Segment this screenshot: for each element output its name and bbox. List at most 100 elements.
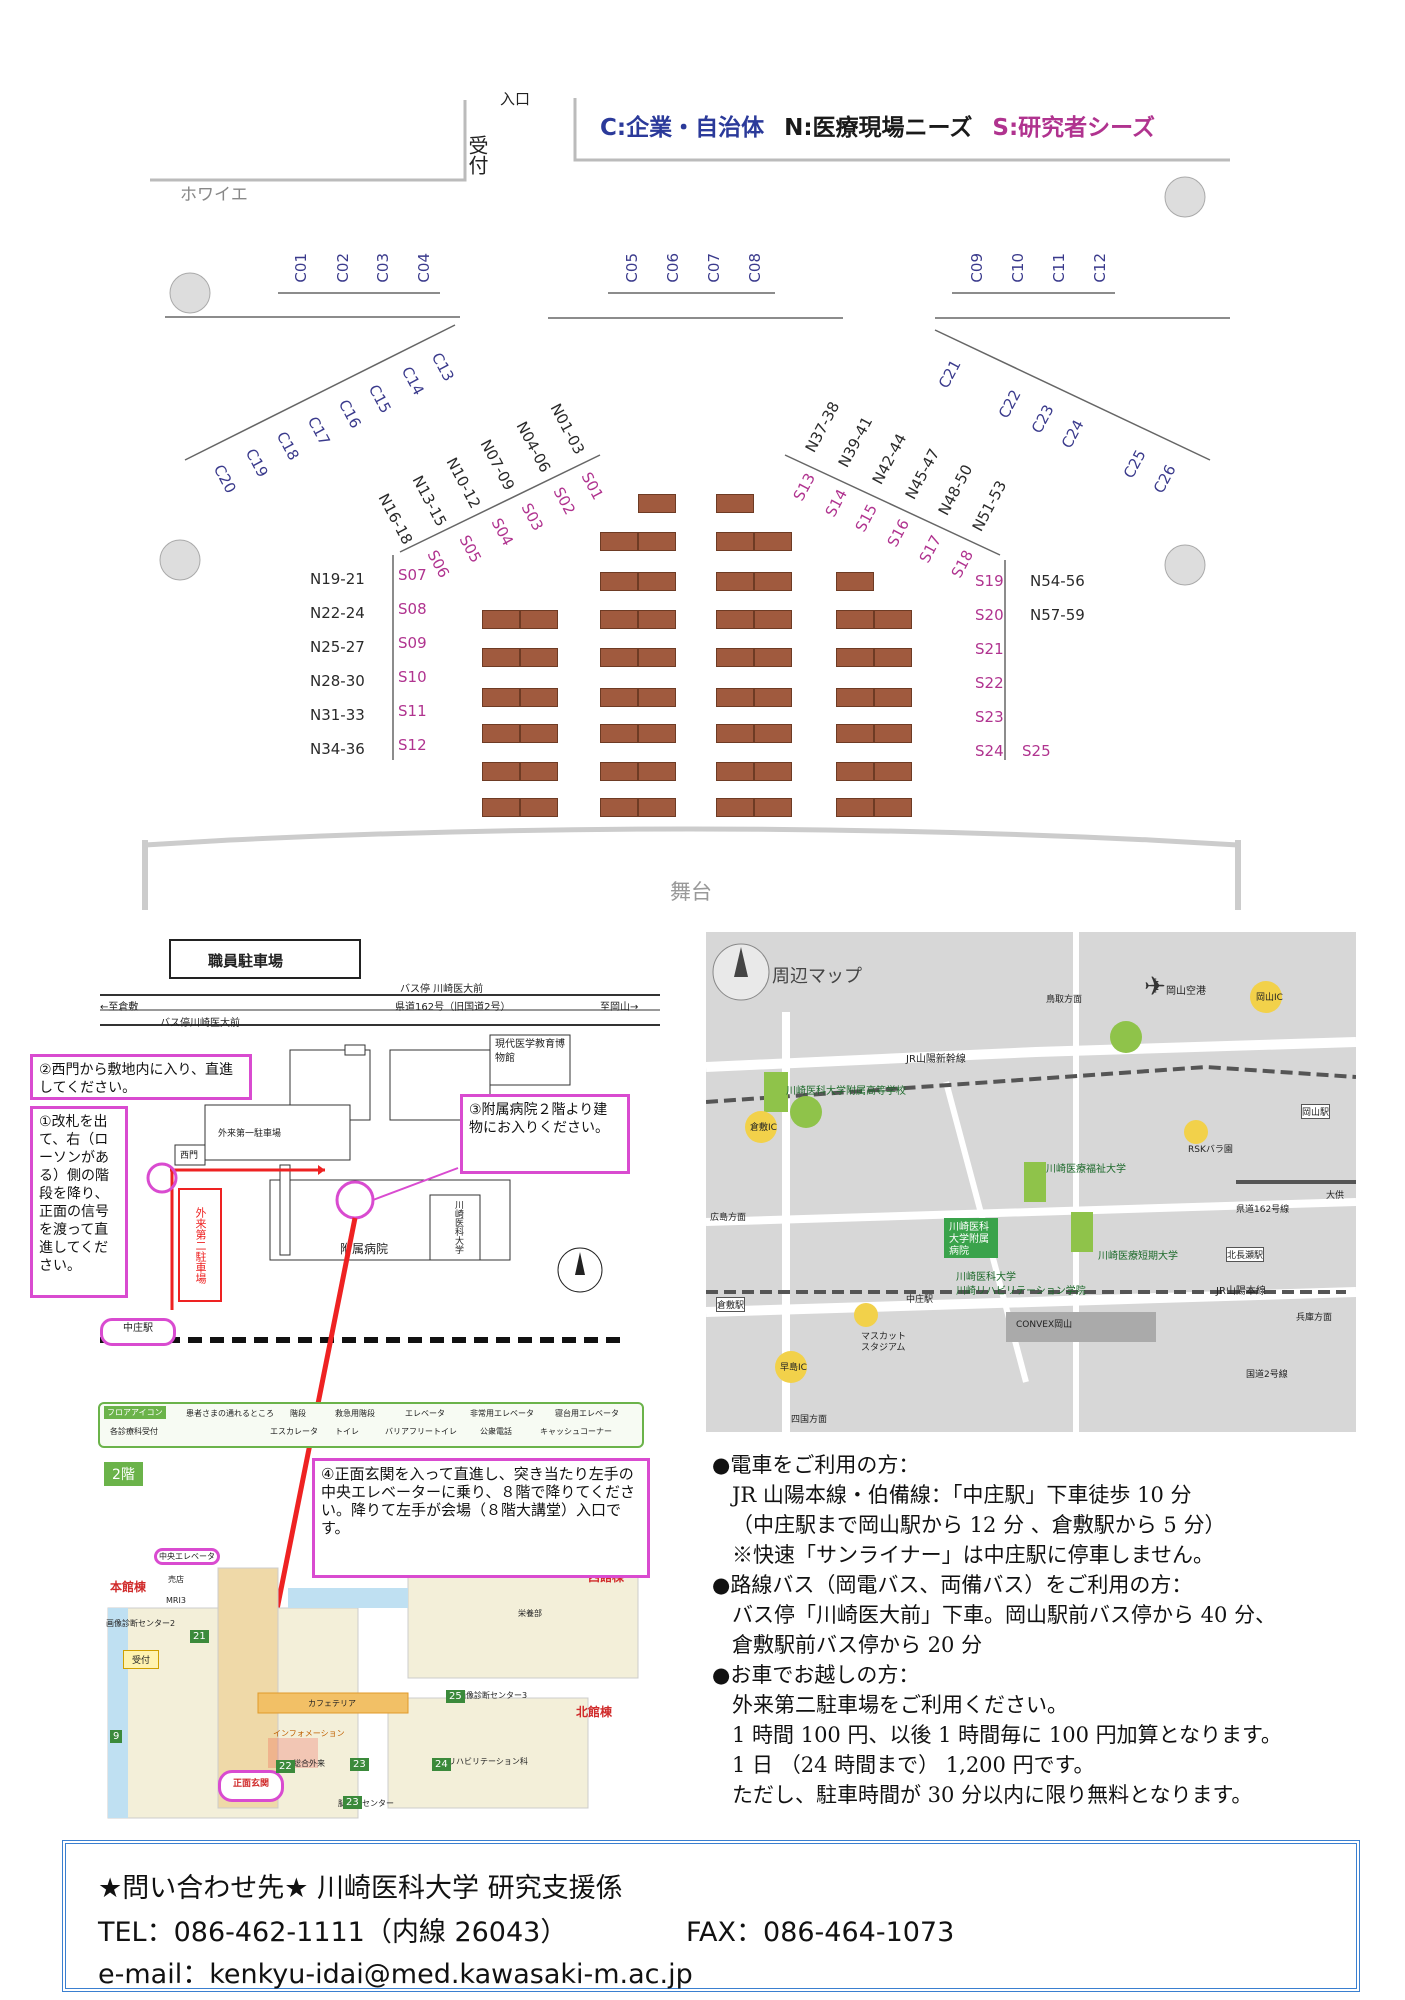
area-label-stadium: マスカットスタジアム bbox=[861, 1332, 907, 1353]
floor2-label-information: インフォメーション bbox=[273, 1729, 345, 1738]
floor2-number-24: 24 bbox=[432, 1758, 451, 1771]
access-train-2: （中庄駅まで岡山駅から 12 分 、倉敷駅から 5 分） bbox=[732, 1513, 1226, 1537]
area-label-welfare-univ: 川崎医療福祉大学 bbox=[1046, 1164, 1126, 1175]
area-label-rsk: RSKバラ園 bbox=[1188, 1145, 1233, 1155]
legend-item-4: 非常用エレベータ bbox=[470, 1409, 534, 1418]
west-gate-label: 西門 bbox=[180, 1151, 199, 1161]
booth-s20: S20 bbox=[975, 606, 1004, 624]
area-label-route162: 県道162号線 bbox=[1236, 1205, 1290, 1215]
reception-label: 受付 bbox=[465, 135, 489, 175]
floor2-number-23b: 23 bbox=[343, 1796, 362, 1809]
booth-n28-30: N28-30 bbox=[310, 672, 365, 690]
road-label: 県道162号（旧国道2号） bbox=[395, 1002, 511, 1013]
area-label-kurashiki-station: 倉敷駅 bbox=[716, 1297, 746, 1312]
area-label-hayashima-ic: 早島IC bbox=[780, 1363, 807, 1373]
area-label-shikoku: 四国方面 bbox=[791, 1415, 828, 1425]
foyer-label: ホワイエ bbox=[180, 185, 248, 205]
legend-item-2: 救急用階段 bbox=[335, 1409, 375, 1418]
callout-step-1: ①改札を出て、右（ローソンがある）側の階段を降り、正面の信号を渡って直進してくだ… bbox=[30, 1106, 128, 1298]
legend-item-3: エレベータ bbox=[405, 1409, 445, 1418]
staff-parking-label: 職員駐車場 bbox=[208, 952, 284, 970]
parking1-label: 外来第一駐車場 bbox=[218, 1129, 282, 1139]
booth-s21: S21 bbox=[975, 640, 1004, 658]
area-label-airport: 岡山空港 bbox=[1166, 986, 1206, 997]
floor2-number-23: 23 bbox=[350, 1758, 369, 1771]
area-label-tottori: 鳥取方面 bbox=[1046, 995, 1083, 1005]
legend-item-11: キャッシュコーナー bbox=[540, 1427, 612, 1436]
callout-step-3: ③附属病院２階より建物にお入りください。 bbox=[460, 1094, 630, 1174]
legend-item-5: 寝台用エレベータ bbox=[555, 1409, 619, 1418]
area-label-rehab-school: 川崎リハビリテーション学院 bbox=[956, 1286, 1086, 1297]
booth-s11: S11 bbox=[398, 702, 427, 720]
bus-stop-top-label: バス停 川崎医大前 bbox=[400, 984, 484, 995]
floor2-label-neuro: 脳神経センター bbox=[338, 1799, 394, 1808]
area-label-medical-univ: 川崎医科大学 bbox=[956, 1272, 1016, 1283]
bus-stop-mid-label: バス停川崎医大前 bbox=[160, 1018, 240, 1029]
booth-n19-21: N19-21 bbox=[310, 570, 365, 588]
university-label: 川崎医科大学 bbox=[453, 1200, 463, 1254]
floor2-number-21: 21 bbox=[190, 1630, 209, 1643]
area-label-nakasho-station: 中庄駅 bbox=[906, 1295, 934, 1305]
callout-step-2: ②西門から敷地内に入り、直進してください。 bbox=[30, 1054, 252, 1100]
area-map-title: 周辺マップ bbox=[772, 966, 862, 987]
center-elevator-label: 中央エレベータ bbox=[154, 1548, 220, 1565]
floor2-label-nutrition: 栄養部 bbox=[518, 1609, 542, 1618]
area-label-hyogo: 兵庫方面 bbox=[1296, 1313, 1333, 1323]
legend-item-9: バリアフリートイレ bbox=[385, 1427, 457, 1436]
booth-n34-36: N34-36 bbox=[310, 740, 365, 758]
floor2-label-rehab: リハビリテーション科 bbox=[448, 1757, 528, 1766]
booth-n22-24: N22-24 bbox=[310, 604, 365, 622]
booth-s24: S24 bbox=[975, 742, 1004, 760]
booth-s08: S08 bbox=[398, 600, 427, 618]
contact-title: ★問い合わせ先★ 川崎医科大学 研究支援係 bbox=[98, 1873, 623, 1904]
area-label-daiku: 大供 bbox=[1326, 1191, 1345, 1201]
legend-c: C:企業・自治体 bbox=[600, 115, 765, 141]
contact-box: ★問い合わせ先★ 川崎医科大学 研究支援係 TEL：086-462-1111（内… bbox=[62, 1840, 1360, 1992]
access-info: ●電車をご利用の方： JR 山陽本線・伯備線：「中庄駅」下車徒歩 10 分 （中… bbox=[712, 1450, 1362, 1810]
floor2-number-9: 9 bbox=[110, 1730, 123, 1743]
access-train-head: ●電車をご利用の方： bbox=[712, 1453, 920, 1477]
area-label-kurashiki-ic: 倉敷IC bbox=[750, 1123, 777, 1133]
main-building-label: 本館棟 bbox=[110, 1580, 147, 1594]
floor2-label-reception: 受付 bbox=[123, 1650, 160, 1669]
booth-s22: S22 bbox=[975, 674, 1004, 692]
area-label-hospital: 川崎医科大学附属病院 bbox=[949, 1222, 989, 1257]
floor-icon-legend: フロアアイコン 患者さまの通れるところ 階段 救急用階段 エレベータ 非常用エレ… bbox=[98, 1402, 644, 1448]
access-car-1: 外来第二駐車場をご利用ください。 bbox=[732, 1693, 1068, 1717]
booth-s23: S23 bbox=[975, 708, 1004, 726]
booth-legend: C:企業・自治体 N:医療現場ニーズ S:研究者シーズ bbox=[600, 108, 1155, 142]
floor2-label-shop: 売店 bbox=[168, 1575, 184, 1584]
entrance-label: 入口 bbox=[500, 90, 531, 108]
booth-s12: S12 bbox=[398, 736, 427, 754]
booth-s10: S10 bbox=[398, 668, 427, 686]
legend-item-1: 階段 bbox=[290, 1409, 306, 1418]
contact-email[interactable]: e-mail：kenkyu-idai@med.kawasaki-m.ac.jp bbox=[98, 1959, 693, 1990]
floor2-label-general: 総合外来 bbox=[293, 1759, 325, 1768]
legend-n: N:医療現場ニーズ bbox=[784, 115, 973, 141]
booth-s25: S25 bbox=[1022, 742, 1051, 760]
floor-legend-title: フロアアイコン bbox=[104, 1406, 166, 1419]
legend-item-8: トイレ bbox=[335, 1427, 359, 1436]
access-train-3: ※快速「サンライナー」は中庄駅に停車しません。 bbox=[732, 1543, 1214, 1567]
station-label: 中庄駅 bbox=[100, 1318, 176, 1346]
area-label-highschool: 川崎医科大学附属高等学校 bbox=[786, 1086, 906, 1097]
floor2-label-imaging3: 画像診断センター3 bbox=[458, 1691, 528, 1700]
area-label-sanyo-line: JR山陽本線 bbox=[1216, 1286, 1266, 1297]
contact-fax: FAX：086-464-1073 bbox=[686, 1917, 955, 1948]
legend-item-0: 患者さまの通れるところ bbox=[186, 1409, 274, 1418]
access-bus-1: バス停「川崎医大前」下車。岡山駅前バス停から 40 分、 bbox=[732, 1603, 1277, 1627]
floor2-label-cafeteria: カフェテリア bbox=[308, 1699, 356, 1708]
stage-label: 舞台 bbox=[670, 880, 712, 904]
area-label-shinkansen: JR山陽新幹線 bbox=[906, 1054, 966, 1065]
floor2-label-mri: MRI3 bbox=[166, 1596, 186, 1605]
main-entrance-label: 正面玄関 bbox=[218, 1770, 284, 1802]
booth-s07: S07 bbox=[398, 566, 427, 584]
area-label-route2: 国道2号線 bbox=[1246, 1370, 1288, 1380]
access-car-2: 1 時間 100 円、以後 1 時間毎に 100 円加算となります。 bbox=[732, 1723, 1282, 1747]
booth-s19: S19 bbox=[975, 572, 1004, 590]
booth-n57-59: N57-59 bbox=[1030, 606, 1085, 624]
access-car-4: ただし、駐車時間が 30 分以内に限り無料となります。 bbox=[732, 1783, 1253, 1807]
airplane-icon: ✈ bbox=[1144, 972, 1166, 1002]
to-kurashiki-label: ←至倉敷 bbox=[100, 1002, 139, 1013]
legend-item-6: 各診療科受付 bbox=[110, 1427, 158, 1436]
